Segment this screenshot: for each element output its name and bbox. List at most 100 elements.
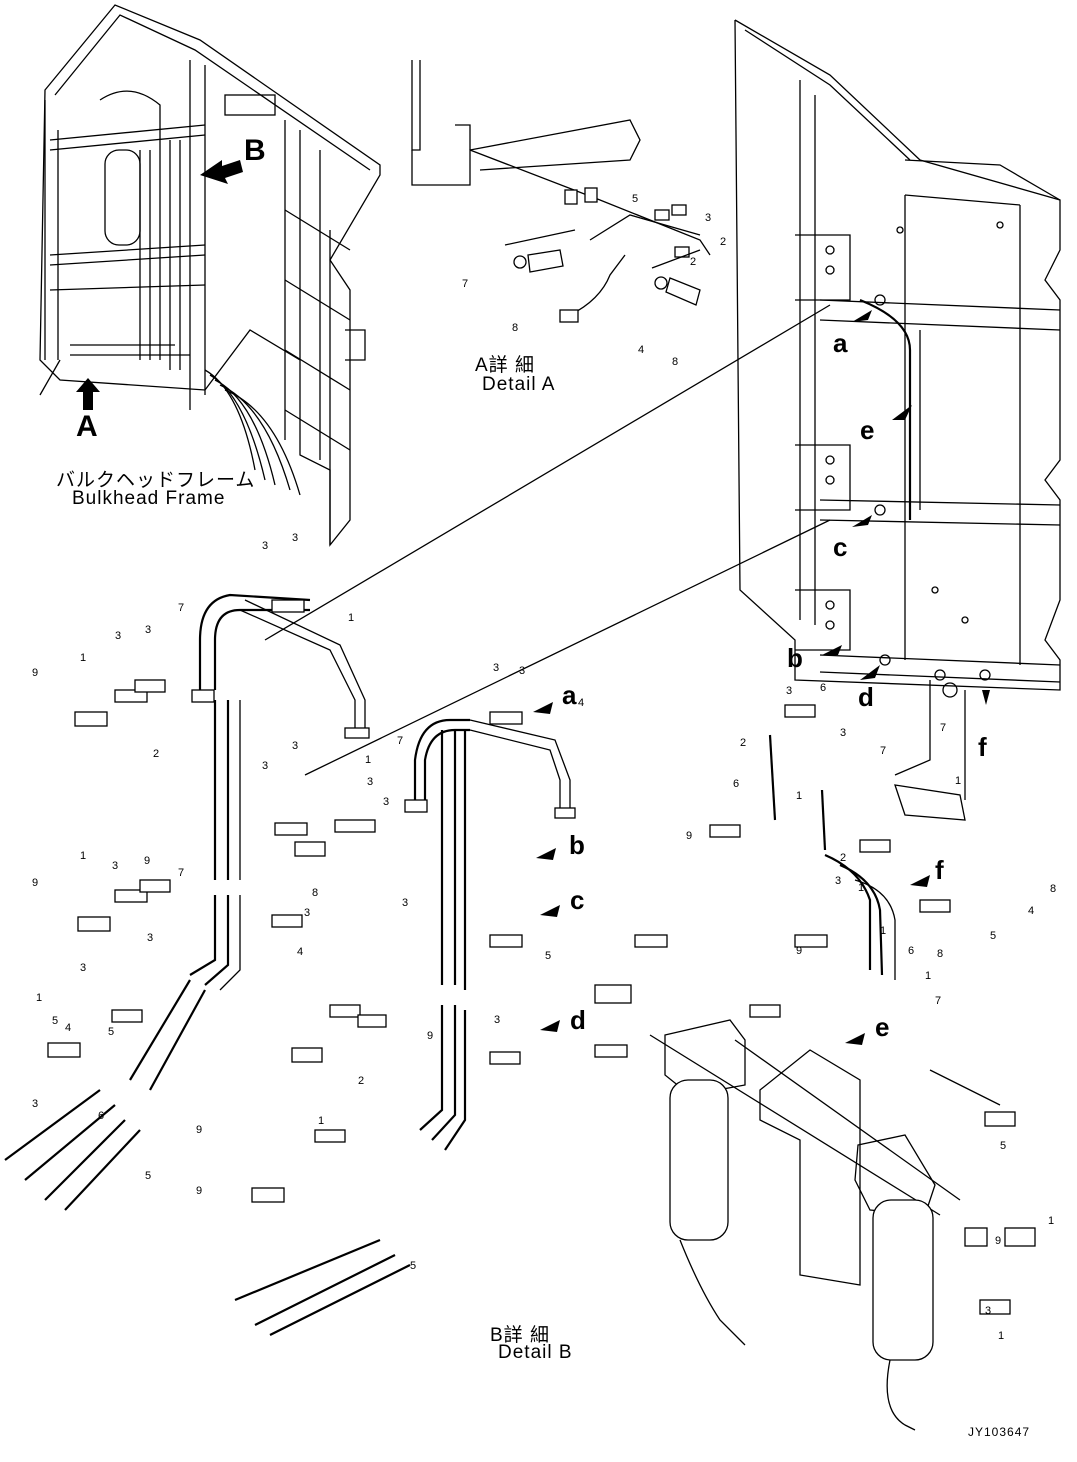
bulkhead-title-jp: バルクヘッドフレーム [56,470,256,491]
detail-a-part-4: 2 [690,256,697,268]
detail-b-title-en: Detail B [498,1342,573,1363]
part-number-37: 4 [65,1022,72,1034]
part-number-64: 6 [908,945,915,957]
letter-c-mid: c [570,885,585,915]
part-number-70: 3 [985,1305,992,1317]
connection-arrows-mid [533,702,930,1045]
part-number-66: 7 [935,995,942,1007]
detail-a-part-8: 8 [672,356,679,368]
part-number-25: 3 [112,860,119,872]
part-number-19: 9 [32,877,39,889]
letter-c-right: c [833,532,848,562]
part-number-68: 1 [1048,1215,1055,1227]
part-number-36: 5 [52,1015,59,1027]
part-number-31: 5 [545,950,552,962]
part-number-63: 9 [796,945,803,957]
detail-a-title-en: Detail A [482,374,556,395]
part-number-69: 9 [995,1235,1002,1247]
part-number-59: 8 [937,948,944,960]
part-number-39: 9 [196,1185,203,1197]
part-number-41: 9 [427,1030,434,1042]
letter-f-mid: f [935,855,944,885]
part-number-11: 3 [292,740,299,752]
detail-a-part-7: 4 [638,344,645,356]
part-number-50: 7 [940,722,947,734]
part-number-32: 3 [32,1098,39,1110]
part-number-56: 8 [1050,883,1057,895]
part-number-47: 6 [820,682,827,694]
part-number-49: 7 [880,745,887,757]
part-number-58: 5 [990,930,997,942]
detail-b-left-pipes [4,593,370,1211]
part-number-45: 2 [740,737,747,749]
bulkhead-title-en: Bulkhead Frame [72,488,226,509]
part-number-40: 5 [410,1260,417,1272]
detail-b-right-hoses [768,734,966,980]
letter-f-right: f [978,732,987,762]
view-arrow-a [76,378,100,410]
part-number-8: 1 [80,652,87,664]
letter-e-mid: e [875,1012,890,1042]
part-number-21: 3 [402,897,409,909]
part-number-22: 3 [304,907,311,919]
part-number-27: 1 [36,992,43,1004]
part-number-60: 3 [835,875,842,887]
part-number-20: 1 [80,850,87,862]
part-number-3: 1 [348,612,355,624]
part-number-71: 1 [998,1330,1005,1342]
part-number-62: 1 [880,925,887,937]
detail-a-drawing [411,60,711,323]
arrow-a-label: A [76,410,98,443]
detail-a-part-5: 7 [462,278,469,290]
part-number-5: 3 [115,630,122,642]
detail-a-part-3: 2 [720,236,727,248]
fuel-filters [594,984,1036,1431]
part-number-13: 3 [493,662,500,674]
part-number-23: 8 [312,887,319,899]
part-number-7: 9 [32,667,39,679]
clamps-and-bolts [47,599,1016,1315]
part-number-28: 3 [80,962,87,974]
letter-d-mid: d [570,1005,586,1035]
part-number-48: 3 [840,727,847,739]
part-number-43: 2 [358,1075,365,1087]
part-number-57: 4 [1028,905,1035,917]
leader-lines [264,304,1001,1216]
letter-b-right: b [787,643,803,673]
part-number-46: 3 [786,685,793,697]
part-number-15: 7 [397,735,404,747]
detail-b-middle-pipes [234,718,576,1336]
part-number-2: 3 [292,532,299,544]
part-number-55: 2 [840,852,847,864]
part-number-6: 3 [145,624,152,636]
bulkhead-frame-view [39,4,381,547]
part-number-35: 9 [196,1124,203,1136]
part-number-61: 1 [858,882,865,894]
part-number-12: 4 [578,697,585,709]
part-number-34: 5 [145,1170,152,1182]
part-number-14: 3 [519,665,526,677]
drawing-code: JY103647 [968,1425,1031,1439]
part-number-42: 3 [494,1014,501,1026]
detail-a-title-jp: A詳 細 [475,355,535,376]
letter-a-right: a [833,328,848,358]
part-number-29: 3 [147,932,154,944]
part-number-10: 3 [262,760,269,772]
part-number-17: 3 [367,776,374,788]
part-number-9: 2 [153,748,160,760]
letter-e-right: e [860,415,875,445]
detail-b-title-jp: B詳 細 [490,1325,550,1346]
arrow-b-label: B [244,134,266,167]
part-number-26: 9 [144,855,151,867]
part-number-44: 1 [318,1115,325,1127]
part-number-54: 1 [796,790,803,802]
part-number-53: 6 [733,778,740,790]
part-number-51: 1 [955,775,962,787]
part-number-65: 1 [925,970,932,982]
letter-a-mid: a [562,680,577,710]
right-bulkhead-frame [734,19,1061,698]
part-number-24: 7 [178,867,185,879]
part-number-30: 4 [297,946,304,958]
part-number-1: 3 [262,540,269,552]
